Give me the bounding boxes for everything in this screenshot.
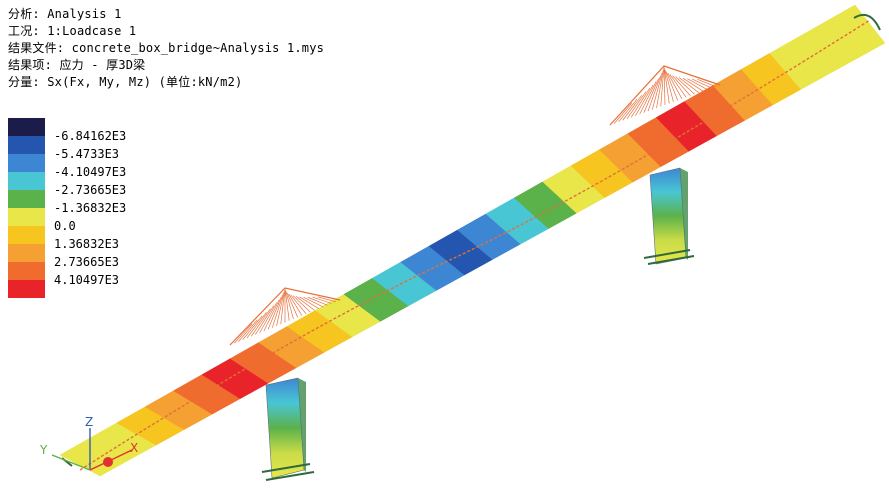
legend-swatch	[8, 154, 45, 172]
cable-strand	[626, 91, 647, 120]
cable-strand	[267, 296, 282, 330]
cable-strand	[663, 67, 670, 104]
legend-swatch	[8, 136, 45, 154]
cable-strand	[660, 68, 665, 107]
cable-strand	[678, 77, 700, 93]
cable-strand	[280, 289, 286, 325]
deck-stress-bands	[59, 4, 886, 477]
pier-left	[261, 377, 315, 481]
cable-strand	[242, 315, 263, 341]
cable-strand	[285, 291, 294, 320]
legend-value: -2.73665E3	[54, 183, 127, 197]
cable-strand	[635, 84, 654, 116]
legend-swatch	[8, 172, 45, 190]
cable-strand	[687, 78, 708, 90]
cable-strand	[317, 296, 336, 303]
tendon-line	[79, 19, 871, 471]
cable-strand	[682, 77, 704, 92]
analysis-name: 分析: Analysis 1	[8, 7, 122, 21]
cable-fans	[229, 65, 721, 346]
cable-strand	[675, 76, 695, 95]
legend-swatch	[8, 226, 45, 244]
result-file: 结果文件: concrete_box_bridge~Analysis 1.mys	[8, 41, 325, 55]
cable-strand	[246, 312, 267, 339]
legend-value: -5.4733E3	[54, 147, 120, 161]
cable-strand	[312, 296, 332, 304]
legend-value: -6.84162E3	[54, 129, 127, 143]
cable-strand	[622, 95, 643, 121]
legend-swatch	[8, 190, 45, 208]
cable-strand	[643, 78, 659, 113]
cable-strand	[286, 292, 299, 318]
result-component: 分量: Sx(Fx, My, Mz) (单位:kN/m2)	[8, 75, 243, 89]
cable-strand	[307, 296, 328, 306]
cable-strand	[295, 296, 315, 311]
legend-value: 1.36832E3	[54, 237, 120, 251]
cable-strand	[639, 81, 657, 115]
legend-swatch	[8, 244, 45, 262]
cable-strand	[292, 295, 311, 313]
cable-strand	[233, 323, 253, 344]
cable-strand	[663, 65, 666, 106]
axis-x-label: X	[130, 441, 138, 455]
cable-strand	[697, 78, 716, 87]
loadcase-name: 工况: 1:Loadcase 1	[8, 24, 137, 38]
result-info-panel: 分析: Analysis 1 工况: 1:Loadcase 1 结果文件: co…	[8, 6, 324, 91]
cable-strand	[290, 294, 307, 315]
cable-strand	[299, 296, 320, 309]
cable-strand	[630, 87, 651, 118]
cable-strand	[238, 319, 258, 342]
legend-value: -4.10497E3	[54, 165, 127, 179]
cable-strand	[276, 292, 285, 327]
cable-strand	[664, 69, 674, 103]
cable-strand	[259, 302, 278, 334]
cable-strand	[271, 294, 284, 328]
axis-triad: Z X Y	[39, 415, 138, 471]
cable-strand	[667, 72, 683, 100]
legend-value: 0.0	[54, 219, 76, 233]
cable-strand	[651, 72, 663, 110]
deck-band	[826, 4, 886, 59]
cable-strand	[263, 299, 280, 332]
cable-strand	[669, 74, 687, 98]
legend-value: 4.10497E3	[54, 273, 120, 287]
cable-strand	[647, 75, 661, 112]
origin-marker	[103, 457, 113, 467]
cable-strand	[613, 102, 633, 124]
result-item: 结果项: 应力 - 厚3D梁	[8, 58, 146, 72]
axis-z-label: Z	[85, 415, 93, 429]
pylon-outline	[609, 65, 721, 126]
legend-swatch	[8, 118, 45, 136]
cable-strand	[656, 70, 664, 109]
pier-right	[643, 167, 695, 265]
legend-swatch	[8, 280, 45, 298]
legend-value: 2.73665E3	[54, 255, 120, 269]
legend-swatch	[8, 262, 45, 280]
cable-strand	[665, 71, 679, 101]
pylon-outline	[229, 287, 341, 346]
cable-strand	[672, 75, 691, 97]
cable-strand	[303, 296, 324, 308]
cable-strand	[692, 78, 712, 89]
legend-swatch	[8, 208, 45, 226]
axis-y-label: Y	[39, 443, 48, 457]
cable-strand	[288, 293, 303, 316]
cable-strand	[284, 289, 290, 321]
cable-strand	[255, 305, 275, 335]
legend-value: -1.36832E3	[54, 201, 127, 215]
cable-strand	[618, 98, 638, 123]
cable-strand	[250, 308, 271, 337]
